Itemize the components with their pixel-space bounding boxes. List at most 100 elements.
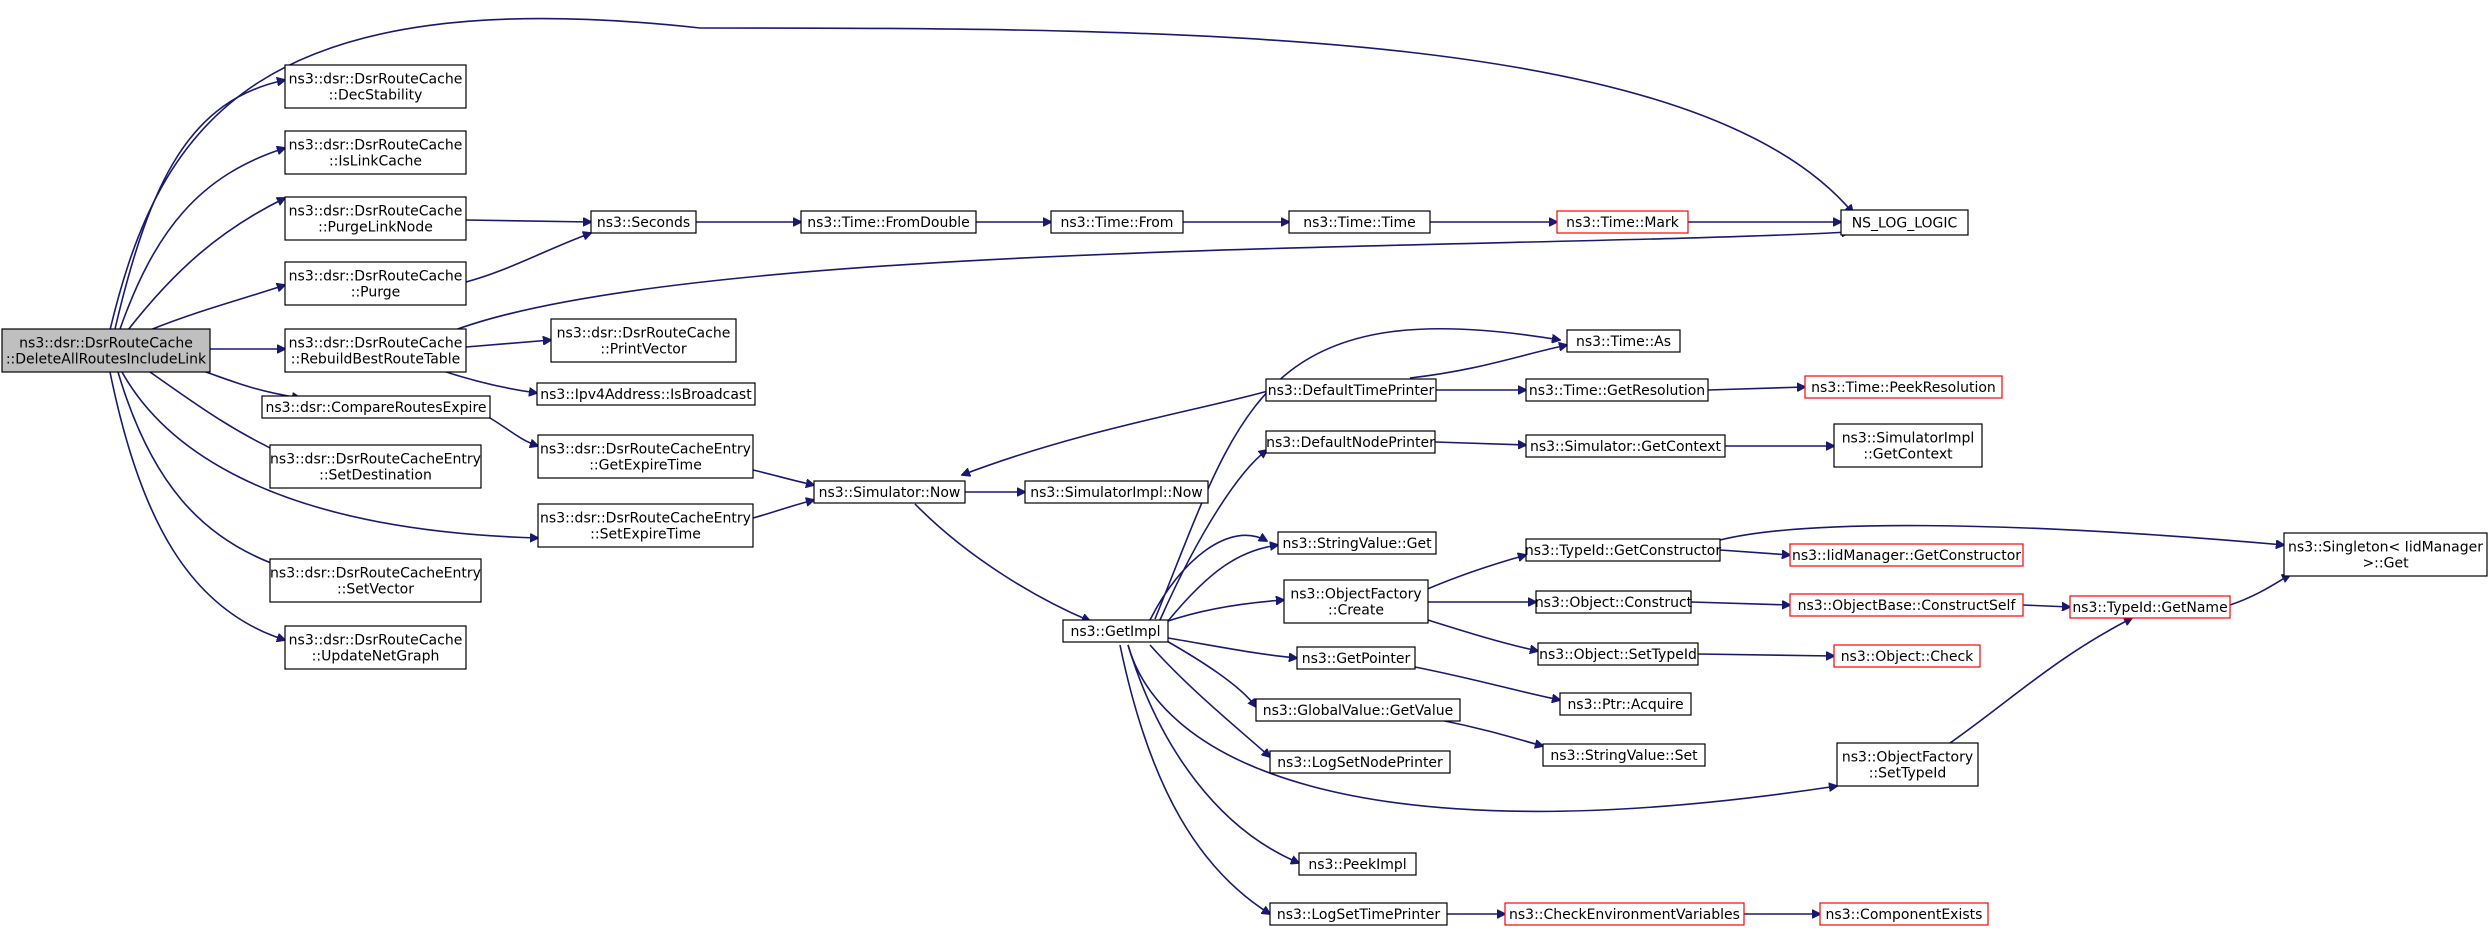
node-ofsettype[interactable]: ns3::ObjectFactory::SetTypeId [1836, 742, 1979, 787]
node-strget[interactable]: ns3::StringValue::Get [1277, 531, 1437, 555]
edge [439, 369, 537, 393]
node-decstability[interactable]: ns3::dsr::DsrRouteCache::DecStability [284, 64, 467, 109]
node-rebuild[interactable]: ns3::dsr::DsrRouteCache::RebuildBestRout… [284, 328, 467, 373]
node-logsetnode[interactable]: ns3::LogSetNodePrinter [1269, 750, 1451, 774]
node-objconstruct[interactable]: ns3::Object::Construct [1535, 590, 1693, 614]
node-label: ns3::StringValue::Get [1282, 536, 1432, 552]
node-peekres[interactable]: ns3::Time::PeekResolution [1804, 375, 2003, 399]
edge [1690, 602, 1790, 605]
node-box [284, 64, 467, 109]
node-label: ns3::Time::Time [1303, 215, 1415, 231]
node-printvector[interactable]: ns3::dsr::DsrRouteCache::PrintVector [550, 318, 737, 363]
node-defnode[interactable]: ns3::DefaultNodePrinter [1265, 430, 1436, 454]
node-label: ::PrintVector [600, 342, 686, 358]
node-label: ns3::dsr::DsrRouteCache [289, 204, 463, 220]
node-purge[interactable]: ns3::dsr::DsrRouteCache::Purge [284, 261, 467, 306]
node-label: ns3::ObjectBase::ConstructSelf [1798, 598, 2017, 614]
node-mark[interactable]: ns3::Time::Mark [1556, 210, 1689, 234]
node-label: ns3::Singleton< IidManager [2288, 540, 2483, 556]
node-box [1062, 619, 1169, 643]
node-label: ns3::dsr::DsrRouteCache [289, 138, 463, 154]
node-getpointer[interactable]: ns3::GetPointer [1296, 646, 1416, 670]
node-nslog[interactable]: NS_LOG_LOGIC [1840, 209, 1969, 236]
node-box [1296, 646, 1416, 670]
edge [119, 148, 285, 330]
node-seconds[interactable]: ns3::Seconds [590, 210, 697, 234]
node-getexpire[interactable]: ns3::dsr::DsrRouteCacheEntry::GetExpireT… [537, 434, 754, 479]
node-timeas[interactable]: ns3::Time::As [1566, 329, 1681, 353]
node-label: ns3::LogSetNodePrinter [1277, 755, 1443, 771]
node-box [1265, 378, 1437, 402]
node-label: ns3::PeekImpl [1308, 857, 1406, 873]
node-box [284, 328, 467, 373]
node-label: ns3::Time::GetResolution [1529, 383, 1705, 399]
node-islinkcache[interactable]: ns3::dsr::DsrRouteCache::IsLinkCache [284, 130, 467, 175]
edge [121, 371, 538, 538]
node-label: ns3::ObjectFactory [1290, 587, 1421, 603]
node-label: ns3::dsr::DsrRouteCache [557, 326, 731, 342]
node-box [1298, 852, 1417, 876]
node-setdest[interactable]: ns3::dsr::DsrRouteCacheEntry::SetDestina… [269, 444, 482, 489]
node-root[interactable]: ns3::dsr::DsrRouteCache::DeleteAllRoutes… [1, 328, 211, 373]
edge [1409, 345, 1567, 379]
node-box [1566, 329, 1681, 353]
node-isbroadcast[interactable]: ns3::Ipv4Address::IsBroadcast [536, 382, 756, 406]
node-label: ns3::Object::Check [1841, 649, 1974, 665]
node-compare[interactable]: ns3::dsr::CompareRoutesExpire [261, 395, 491, 419]
node-deftime[interactable]: ns3::DefaultTimePrinter [1265, 378, 1437, 402]
node-box [1833, 423, 1983, 468]
node-box [1, 328, 211, 373]
node-getimpl[interactable]: ns3::GetImpl [1062, 619, 1169, 643]
node-simimplnow[interactable]: ns3::SimulatorImpl::Now [1024, 480, 1209, 504]
node-label: ::RebuildBestRouteTable [291, 352, 460, 368]
node-updatenet[interactable]: ns3::dsr::DsrRouteCache::UpdateNetGraph [284, 625, 467, 670]
edge [149, 371, 285, 455]
node-simnow[interactable]: ns3::Simulator::Now [813, 480, 966, 504]
edge [1707, 387, 1805, 390]
node-objcheck[interactable]: ns3::Object::Check [1833, 644, 1981, 668]
node-label: ns3::dsr::DsrRouteCacheEntry [540, 442, 751, 458]
node-box [813, 480, 966, 504]
node-label: ns3::SimulatorImpl [1842, 431, 1975, 447]
node-from[interactable]: ns3::Time::From [1050, 210, 1184, 234]
node-label: ns3::TypeId::GetConstructor [1525, 543, 1721, 559]
node-box [1804, 375, 2003, 399]
node-logsettime[interactable]: ns3::LogSetTimePrinter [1269, 902, 1448, 926]
node-simimplctx[interactable]: ns3::SimulatorImpl::GetContext [1833, 423, 1983, 468]
node-objsettype[interactable]: ns3::Object::SetTypeId [1537, 642, 1699, 666]
node-simctx[interactable]: ns3::Simulator::GetContext [1525, 434, 1726, 458]
edge [114, 80, 285, 330]
node-singleton[interactable]: ns3::Singleton< IidManager >::Get [2283, 532, 2488, 577]
node-iidctor[interactable]: ns3::IidManager::GetConstructor [1789, 543, 2024, 567]
node-time[interactable]: ns3::Time::Time [1288, 210, 1431, 234]
call-nodes: ns3::dsr::DsrRouteCache::DeleteAllRoutes… [1, 64, 2488, 926]
edge [1167, 637, 1297, 658]
node-label: ::Create [1328, 603, 1384, 619]
node-getres[interactable]: ns3::Time::GetResolution [1525, 378, 1709, 402]
edge [1434, 442, 1526, 445]
node-box [1024, 480, 1209, 504]
node-setvector[interactable]: ns3::dsr::DsrRouteCacheEntry::SetVector [269, 558, 482, 603]
node-ptracq[interactable]: ns3::Ptr::Acquire [1559, 692, 1692, 716]
node-box [800, 210, 977, 234]
node-globalget[interactable]: ns3::GlobalValue::GetValue [1255, 698, 1461, 722]
node-label: ns3::dsr::DsrRouteCache [289, 72, 463, 88]
node-compexists[interactable]: ns3::ComponentExists [1819, 902, 1989, 926]
node-typeidctor[interactable]: ns3::TypeId::GetConstructor [1525, 538, 1721, 562]
node-label: ::GetExpireTime [589, 458, 702, 474]
node-strset[interactable]: ns3::StringValue::Set [1542, 743, 1706, 767]
node-objbase[interactable]: ns3::ObjectBase::ConstructSelf [1789, 593, 2024, 617]
node-label: NS_LOG_LOGIC [1852, 216, 1958, 232]
node-label: ns3::ComponentExists [1826, 907, 1983, 923]
node-box [1525, 434, 1726, 458]
node-fromdouble[interactable]: ns3::Time::FromDouble [800, 210, 977, 234]
node-box [1269, 902, 1448, 926]
edge [489, 417, 538, 446]
node-checkenv[interactable]: ns3::CheckEnvironmentVariables [1504, 902, 1745, 926]
node-box [1504, 902, 1745, 926]
node-objcreate[interactable]: ns3::ObjectFactory::Create [1283, 579, 1429, 624]
node-setexpire[interactable]: ns3::dsr::DsrRouteCacheEntry::SetExpireT… [537, 503, 754, 548]
node-peekimpl[interactable]: ns3::PeekImpl [1298, 852, 1417, 876]
node-typeidname[interactable]: ns3::TypeId::GetName [2069, 595, 2231, 619]
node-purgelinknode[interactable]: ns3::dsr::DsrRouteCache::PurgeLinkNode [284, 196, 467, 241]
